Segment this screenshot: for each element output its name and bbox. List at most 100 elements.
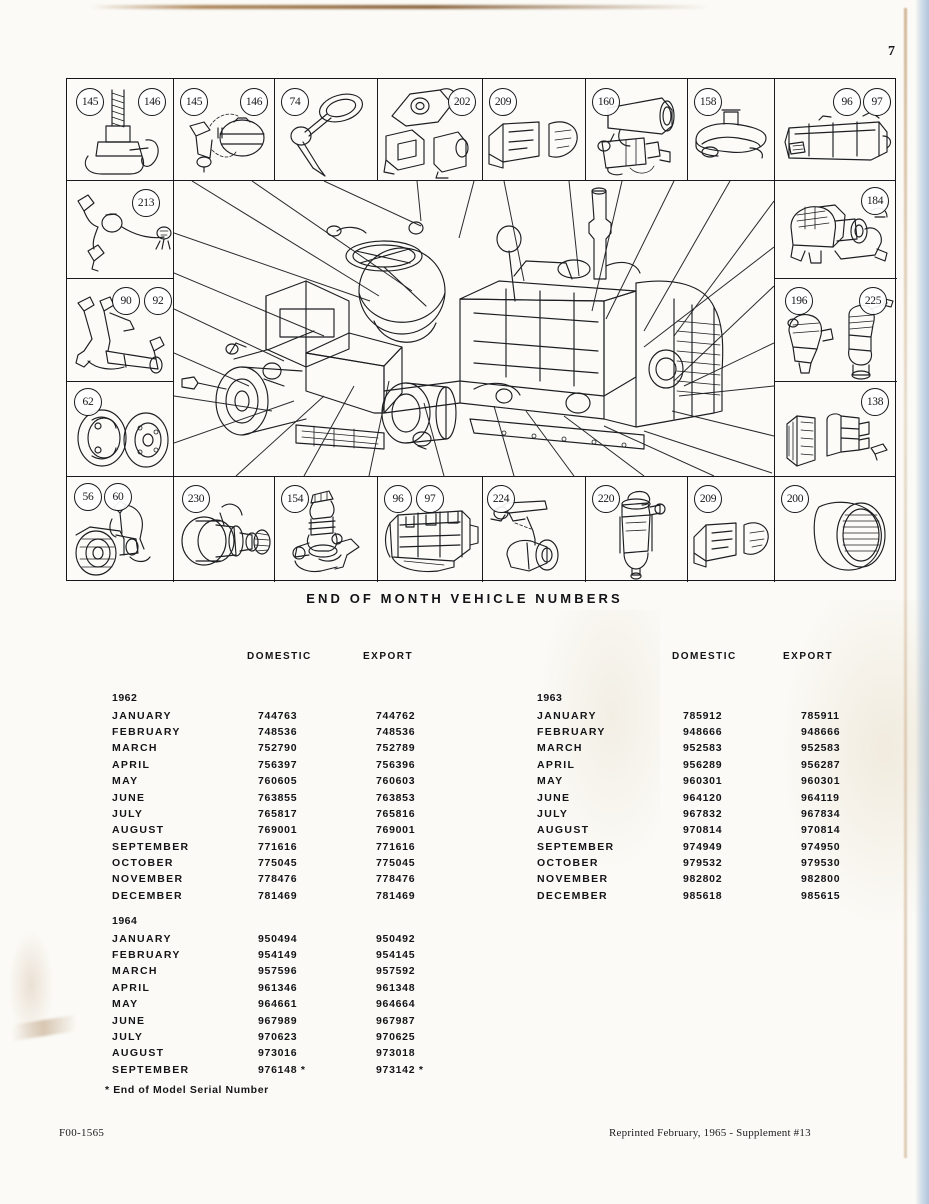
domestic-cell: 973016 <box>258 1047 298 1060</box>
paper-stain <box>540 610 660 870</box>
domestic-cell: 979532 <box>683 857 723 870</box>
export-cell: 744762 <box>376 709 416 722</box>
month-cell: DECEMBER <box>537 889 608 902</box>
page-number: 7 <box>888 44 895 59</box>
column-header-export-left: EXPORT <box>363 651 414 662</box>
domestic-cell: 974949 <box>683 840 723 853</box>
domestic-cell: 961346 <box>258 981 298 994</box>
export-cell: 954145 <box>376 948 416 961</box>
callout-74: 74 <box>281 88 309 116</box>
export-cell: 973142 * <box>376 1063 424 1076</box>
part-cell-top-2[interactable]: 145 146 <box>174 80 274 180</box>
part-cell-top-8[interactable]: 96 97 <box>775 80 896 180</box>
callout-146: 146 <box>240 88 268 116</box>
export-cell: 778476 <box>376 873 416 886</box>
month-cell: DECEMBER <box>112 889 183 902</box>
part-cell-top-3[interactable]: 74 <box>275 80 377 180</box>
domestic-cell: 781469 <box>258 889 298 902</box>
domestic-cell: 982802 <box>683 873 723 886</box>
part-cell-bottom-6[interactable]: 220 <box>586 477 687 581</box>
domestic-cell: 748536 <box>258 725 298 738</box>
part-cell-left-1[interactable]: 213 <box>68 181 173 278</box>
part-cell-top-4[interactable]: 202 <box>378 80 482 180</box>
month-cell: MARCH <box>112 742 158 755</box>
month-cell: OCTOBER <box>537 857 599 870</box>
domestic-cell: 765817 <box>258 807 298 820</box>
part-cell-right-2[interactable]: 196 225 <box>775 279 896 381</box>
tractor-chassis-cutaway-icon <box>174 181 774 476</box>
export-cell: 769001 <box>376 824 416 837</box>
part-cell-bottom-4[interactable]: 96 97 <box>378 477 482 581</box>
domestic-cell: 775045 <box>258 857 298 870</box>
month-cell: FEBRUARY <box>112 725 181 738</box>
domestic-cell: 950494 <box>258 932 298 945</box>
part-cell-top-7[interactable]: 158 <box>688 80 774 180</box>
column-header-export-right: EXPORT <box>783 651 834 662</box>
grid-rule-vertical <box>482 79 483 180</box>
part-cell-bottom-7[interactable]: 209 <box>688 477 774 581</box>
part-cell-bottom-8[interactable]: 200 <box>775 477 896 581</box>
part-cell-right-1[interactable]: 184 <box>775 181 896 278</box>
part-cell-left-3[interactable]: 62 <box>68 382 173 476</box>
export-cell: 964664 <box>376 998 416 1011</box>
callout-220: 220 <box>592 485 620 513</box>
part-cell-top-5[interactable]: 209 <box>483 80 585 180</box>
grid-rule-vertical <box>377 476 378 582</box>
table-year-row: 1964 <box>112 913 486 930</box>
grid-rule-vertical <box>173 476 174 582</box>
month-cell: AUGUST <box>537 824 590 837</box>
part-cell-bottom-2[interactable]: 230 <box>174 477 274 581</box>
export-cell: 970814 <box>801 824 841 837</box>
callout-184: 184 <box>861 187 889 215</box>
callout-138: 138 <box>861 388 889 416</box>
part-cell-bottom-3[interactable]: 154 <box>275 477 377 581</box>
export-cell: 979530 <box>801 857 841 870</box>
part-cell-top-1[interactable]: 145 146 <box>68 80 173 180</box>
month-cell: SEPTEMBER <box>112 1063 190 1076</box>
domestic-cell: 763855 <box>258 791 298 804</box>
table-row: OCTOBER 979532 979530 <box>537 855 911 871</box>
grid-rule-vertical <box>274 79 275 180</box>
callout-97: 97 <box>863 88 891 116</box>
grid-rule-vertical <box>774 79 775 180</box>
table-year-row: 1963 <box>537 690 911 707</box>
month-cell: APRIL <box>537 758 576 771</box>
month-cell: SEPTEMBER <box>112 840 190 853</box>
callout-92: 92 <box>144 287 172 315</box>
export-cell: 763853 <box>376 791 416 804</box>
domestic-cell: 756397 <box>258 758 298 771</box>
domestic-cell: 954149 <box>258 948 298 961</box>
month-cell: FEBRUARY <box>112 948 181 961</box>
part-cell-right-3[interactable]: 138 <box>775 382 896 476</box>
part-cell-left-2[interactable]: 90 92 <box>68 279 173 381</box>
part-cell-bottom-5[interactable]: 224 <box>483 477 585 581</box>
month-cell: JANUARY <box>112 932 172 945</box>
parts-diagram-plate: 145 146 145 146 <box>66 78 897 582</box>
domestic-cell: 985618 <box>683 889 723 902</box>
month-cell: MAY <box>112 775 139 788</box>
serial-number-footnote: * End of Model Serial Number <box>105 1084 269 1096</box>
callout-224: 224 <box>487 485 515 513</box>
callout-145: 145 <box>180 88 208 116</box>
export-cell: 760603 <box>376 775 416 788</box>
domestic-cell: 970814 <box>683 824 723 837</box>
footer-document-code: F00-1565 <box>59 1127 105 1139</box>
part-cell-bottom-1[interactable]: 56 60 <box>68 477 173 581</box>
column-header-domestic-right: DOMESTIC <box>672 651 737 662</box>
callout-146: 146 <box>138 88 166 116</box>
grid-rule-horizontal <box>774 381 897 382</box>
domestic-cell: 967832 <box>683 807 723 820</box>
part-cell-top-6[interactable]: 160 <box>586 80 687 180</box>
